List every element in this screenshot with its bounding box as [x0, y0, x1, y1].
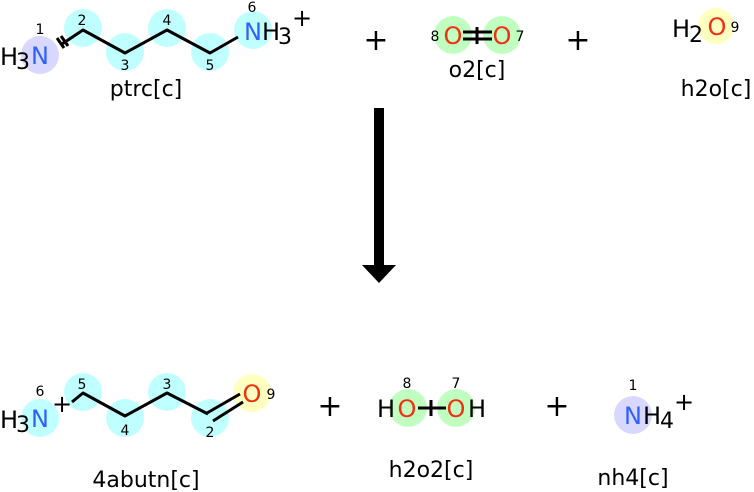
atom-o: O [444, 22, 463, 50]
molecule-label: h2o[c] [681, 77, 752, 102]
atom-sub: 3 [16, 413, 30, 438]
molecule-h2o2: H O O H 8 7 h2o2[c] [377, 376, 486, 483]
atom-o: O [708, 13, 727, 41]
bond-chain [61, 28, 239, 55]
charge: + [52, 390, 72, 418]
atom-number: 5 [78, 377, 87, 393]
plus-sign: + [544, 389, 569, 424]
atom-number: 3 [121, 58, 130, 74]
molecule-label: ptrc[c] [110, 77, 183, 102]
atom-h: H [377, 395, 395, 423]
molecule-ptrc: H 3 N N H 3 + 1 2 3 4 5 6 ptrc[c] [0, 0, 312, 102]
atom-n: N [31, 405, 49, 433]
atom-h: H [262, 18, 280, 46]
atom-h: H [0, 406, 18, 434]
atom-sub: 3 [16, 50, 30, 75]
atom-o: O [447, 395, 466, 423]
molecule-4abutn: H 3 N + O 6 5 4 3 2 9 4abutn[c] [0, 373, 275, 492]
atom-number: 7 [516, 29, 525, 45]
atom-number: 2 [78, 13, 87, 29]
atom-number: 9 [267, 387, 276, 403]
atom-highlight [483, 16, 521, 54]
double-bond [206, 392, 241, 415]
plus-sign: + [363, 23, 388, 58]
atom-number: 3 [163, 377, 172, 393]
atom-number: 1 [36, 22, 45, 38]
atom-h: H [0, 43, 18, 71]
atom-number: 5 [206, 58, 215, 74]
atom-highlight [389, 389, 427, 427]
molecule-nh4: N H 4 + 1 nh4[c] [597, 378, 694, 491]
double-bond [212, 400, 244, 423]
molecule-label: nh4[c] [597, 466, 668, 491]
atom-number: 4 [163, 13, 172, 29]
atom-highlight [234, 11, 272, 49]
atom-number: 1 [629, 378, 638, 394]
atom-highlight [698, 8, 734, 44]
plus-sign: + [317, 389, 342, 424]
atom-o: O [243, 380, 262, 408]
atom-o: O [398, 395, 417, 423]
atom-h: H [672, 15, 690, 43]
reaction-arrow [362, 108, 396, 283]
atom-number: 8 [403, 376, 412, 392]
atom-highlight [148, 9, 186, 47]
molecule-label: 4abutn[c] [92, 468, 199, 492]
bond-mark [55, 37, 66, 49]
atom-sub: 3 [278, 25, 292, 50]
molecule-h2o: H 2 O 9 h2o[c] [672, 8, 751, 102]
atom-h: H [643, 402, 661, 430]
molecule-o2: O O 8 7 o2[c] [431, 16, 525, 83]
plus-sign: + [565, 23, 590, 58]
atom-highlight [21, 399, 59, 437]
atom-number: 2 [206, 425, 215, 441]
atom-highlight [434, 16, 472, 54]
atom-sub: 4 [660, 409, 674, 434]
atom-number: 7 [452, 376, 461, 392]
atom-highlight [21, 36, 59, 74]
atom-number: 8 [431, 29, 440, 45]
atom-n: N [624, 402, 642, 430]
molecule-label: h2o2[c] [389, 458, 474, 483]
atom-number: 4 [121, 423, 130, 439]
atom-highlight [437, 389, 475, 427]
charge: + [674, 388, 694, 416]
atom-h: H [468, 395, 486, 423]
bond-chain [71, 391, 209, 418]
atom-highlight [106, 399, 144, 437]
atom-highlight [614, 396, 652, 434]
atom-n: N [244, 18, 262, 46]
atom-number: 6 [36, 384, 45, 400]
bond-mark [59, 35, 70, 47]
molecule-label: o2[c] [449, 58, 506, 83]
atom-o: O [493, 22, 512, 50]
atom-sub: 2 [689, 23, 703, 48]
atom-n: N [31, 42, 49, 70]
atom-number: 9 [731, 20, 740, 36]
atom-number: 6 [248, 0, 257, 16]
charge: + [292, 4, 312, 32]
